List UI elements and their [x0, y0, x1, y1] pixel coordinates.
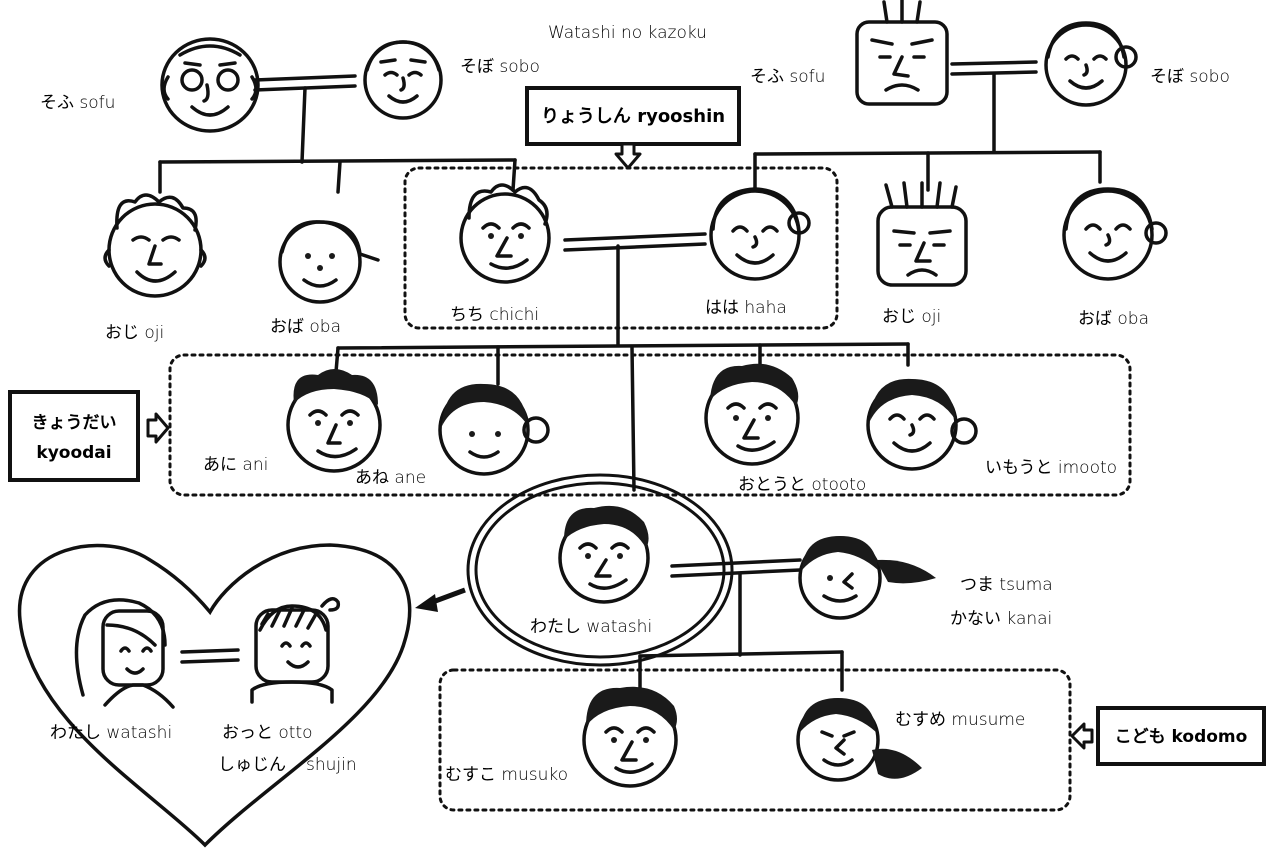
- ani-face-icon: [286, 369, 382, 473]
- ryooshin-border: [403, 166, 839, 330]
- haha-label: はは haha: [705, 298, 787, 318]
- ryooshin-arrow-icon: [614, 142, 642, 170]
- ane-label: あね ane: [355, 468, 426, 488]
- chichi-label: ちち chichi: [450, 305, 539, 325]
- kanai-label: かない kanai: [950, 609, 1052, 629]
- oba-left-label: おば oba: [270, 317, 341, 337]
- heart-otto-label: おっと otto: [222, 723, 313, 743]
- kodomo-label: こども kodomo: [1115, 727, 1248, 747]
- heart-equals-icon: [180, 648, 240, 664]
- musuko-label: むすこ musuko: [445, 765, 568, 785]
- kodomo-arrow-icon: [1070, 722, 1094, 750]
- watashi-ring: [466, 473, 734, 667]
- heart-otto-face-icon: [250, 597, 341, 704]
- musume-face-icon: [796, 698, 922, 782]
- kyoodai-arrow-icon: [146, 412, 170, 444]
- ryooshin-box: りょうしん ryooshin: [525, 86, 741, 146]
- kyoodai-label-en: kyoodai: [36, 443, 111, 463]
- musuko-face-icon: [582, 686, 678, 788]
- ryooshin-label: りょうしん ryooshin: [541, 106, 725, 127]
- sobo-right-label: そぼ sobo: [1150, 67, 1230, 87]
- heart-watashi-face-icon: [74, 598, 175, 709]
- chichi-face-icon: [459, 183, 551, 284]
- oba-left-face-icon: [278, 220, 380, 304]
- heart-watashi-label: わたし watashi: [50, 723, 172, 743]
- heart-shujin-jp-label: しゅじん: [218, 755, 286, 775]
- ane-face-icon: [438, 383, 550, 476]
- kyoodai-border: [168, 353, 1132, 497]
- kodomo-box: こども kodomo: [1096, 706, 1266, 766]
- imooto-label: いもうと imooto: [985, 458, 1117, 478]
- musume-label: むすめ musume: [895, 710, 1025, 730]
- oba-right-label: おば oba: [1078, 309, 1149, 329]
- sobo-right-face-icon: [1044, 21, 1138, 107]
- oba-right-face-icon: [1062, 187, 1168, 281]
- tsuma-label: つま tsuma: [960, 575, 1053, 595]
- ani-label: あに ani: [203, 455, 268, 475]
- imooto-face-icon: [866, 378, 978, 471]
- sobo-left-face-icon: [363, 40, 443, 120]
- oji-right-face-icon: [876, 181, 968, 287]
- kyoodai-label-jp: きょうだい: [32, 413, 117, 433]
- heart-shape: [17, 543, 412, 848]
- page-title: Watashi no kazoku: [548, 23, 707, 43]
- haha-face-icon: [709, 187, 811, 281]
- group-borders: [168, 166, 1132, 812]
- otooto-label: おとうと otooto: [738, 475, 866, 495]
- oji-left-face-icon: [103, 193, 207, 298]
- sofu-right-face-icon: [855, 0, 949, 106]
- otooto-face-icon: [704, 363, 800, 466]
- tsuma-face-icon: [798, 536, 936, 620]
- sofu-left-face-icon: [160, 37, 260, 133]
- heart-shujin-en-label: shujin: [306, 755, 357, 775]
- arrow-to-heart-icon: [415, 587, 466, 612]
- watashi-label: わたし watashi: [530, 617, 652, 637]
- kodomo-border: [438, 668, 1072, 812]
- oji-left-label: おじ oji: [105, 323, 164, 343]
- sofu-left-label: そふ sofu: [40, 93, 115, 113]
- sobo-left-label: そぼ sobo: [460, 57, 540, 77]
- kyoodai-box: きょうだい kyoodai: [8, 390, 140, 482]
- watashi-face-icon: [558, 505, 650, 604]
- sofu-right-label: そふ sofu: [750, 67, 825, 87]
- oji-right-label: おじ oji: [882, 307, 941, 327]
